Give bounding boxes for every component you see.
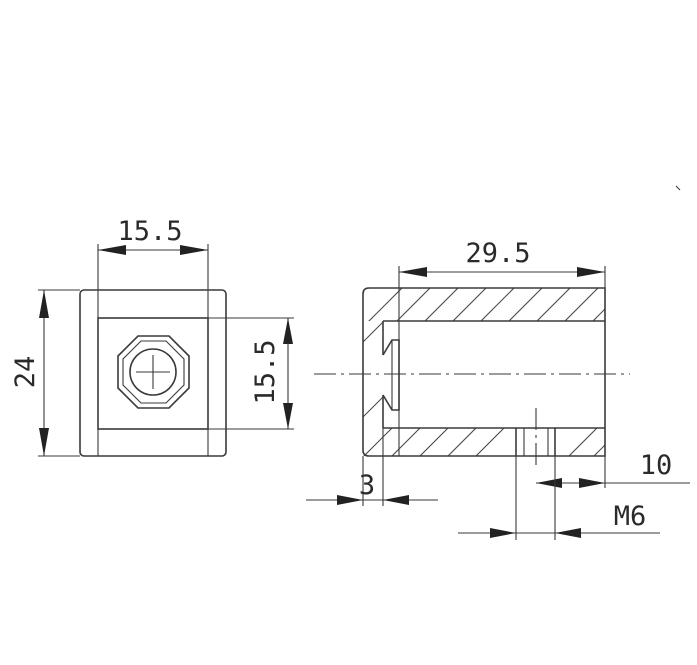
hatch-top-wall (368, 288, 605, 321)
dimension-length-top: 29.5 (398, 238, 606, 288)
dimension-wall-thickness: 3 (306, 428, 438, 506)
dimension-width-top: 15.5 (97, 216, 209, 318)
dimension-label: 24 (10, 356, 41, 389)
side-body-outline (362, 287, 606, 457)
dimension-label: 3 (359, 470, 375, 501)
cross-recess-screw-icon (117, 335, 190, 409)
dimension-inner-right: 15.5 (208, 317, 294, 430)
corner-mark (675, 185, 681, 191)
dimension-thread: M6 (458, 456, 660, 540)
dimension-label: 15.5 (250, 339, 281, 404)
counterbore-detail (382, 339, 400, 411)
hatch-lip-bottom (363, 396, 383, 418)
dimension-label: 10 (640, 450, 673, 481)
dimension-height-left: 24 (10, 289, 80, 457)
hatch-lip-top (363, 321, 383, 343)
inner-square-recess (97, 317, 209, 430)
dimension-label: 15.5 (117, 216, 182, 247)
outer-body-outline (79, 289, 227, 457)
side-section-view: 29.5 3 10 M6 (306, 185, 690, 540)
dimension-label: 29.5 (465, 238, 530, 269)
dimension-label: M6 (614, 501, 647, 532)
front-view: 15.5 24 15.5 (10, 216, 294, 457)
